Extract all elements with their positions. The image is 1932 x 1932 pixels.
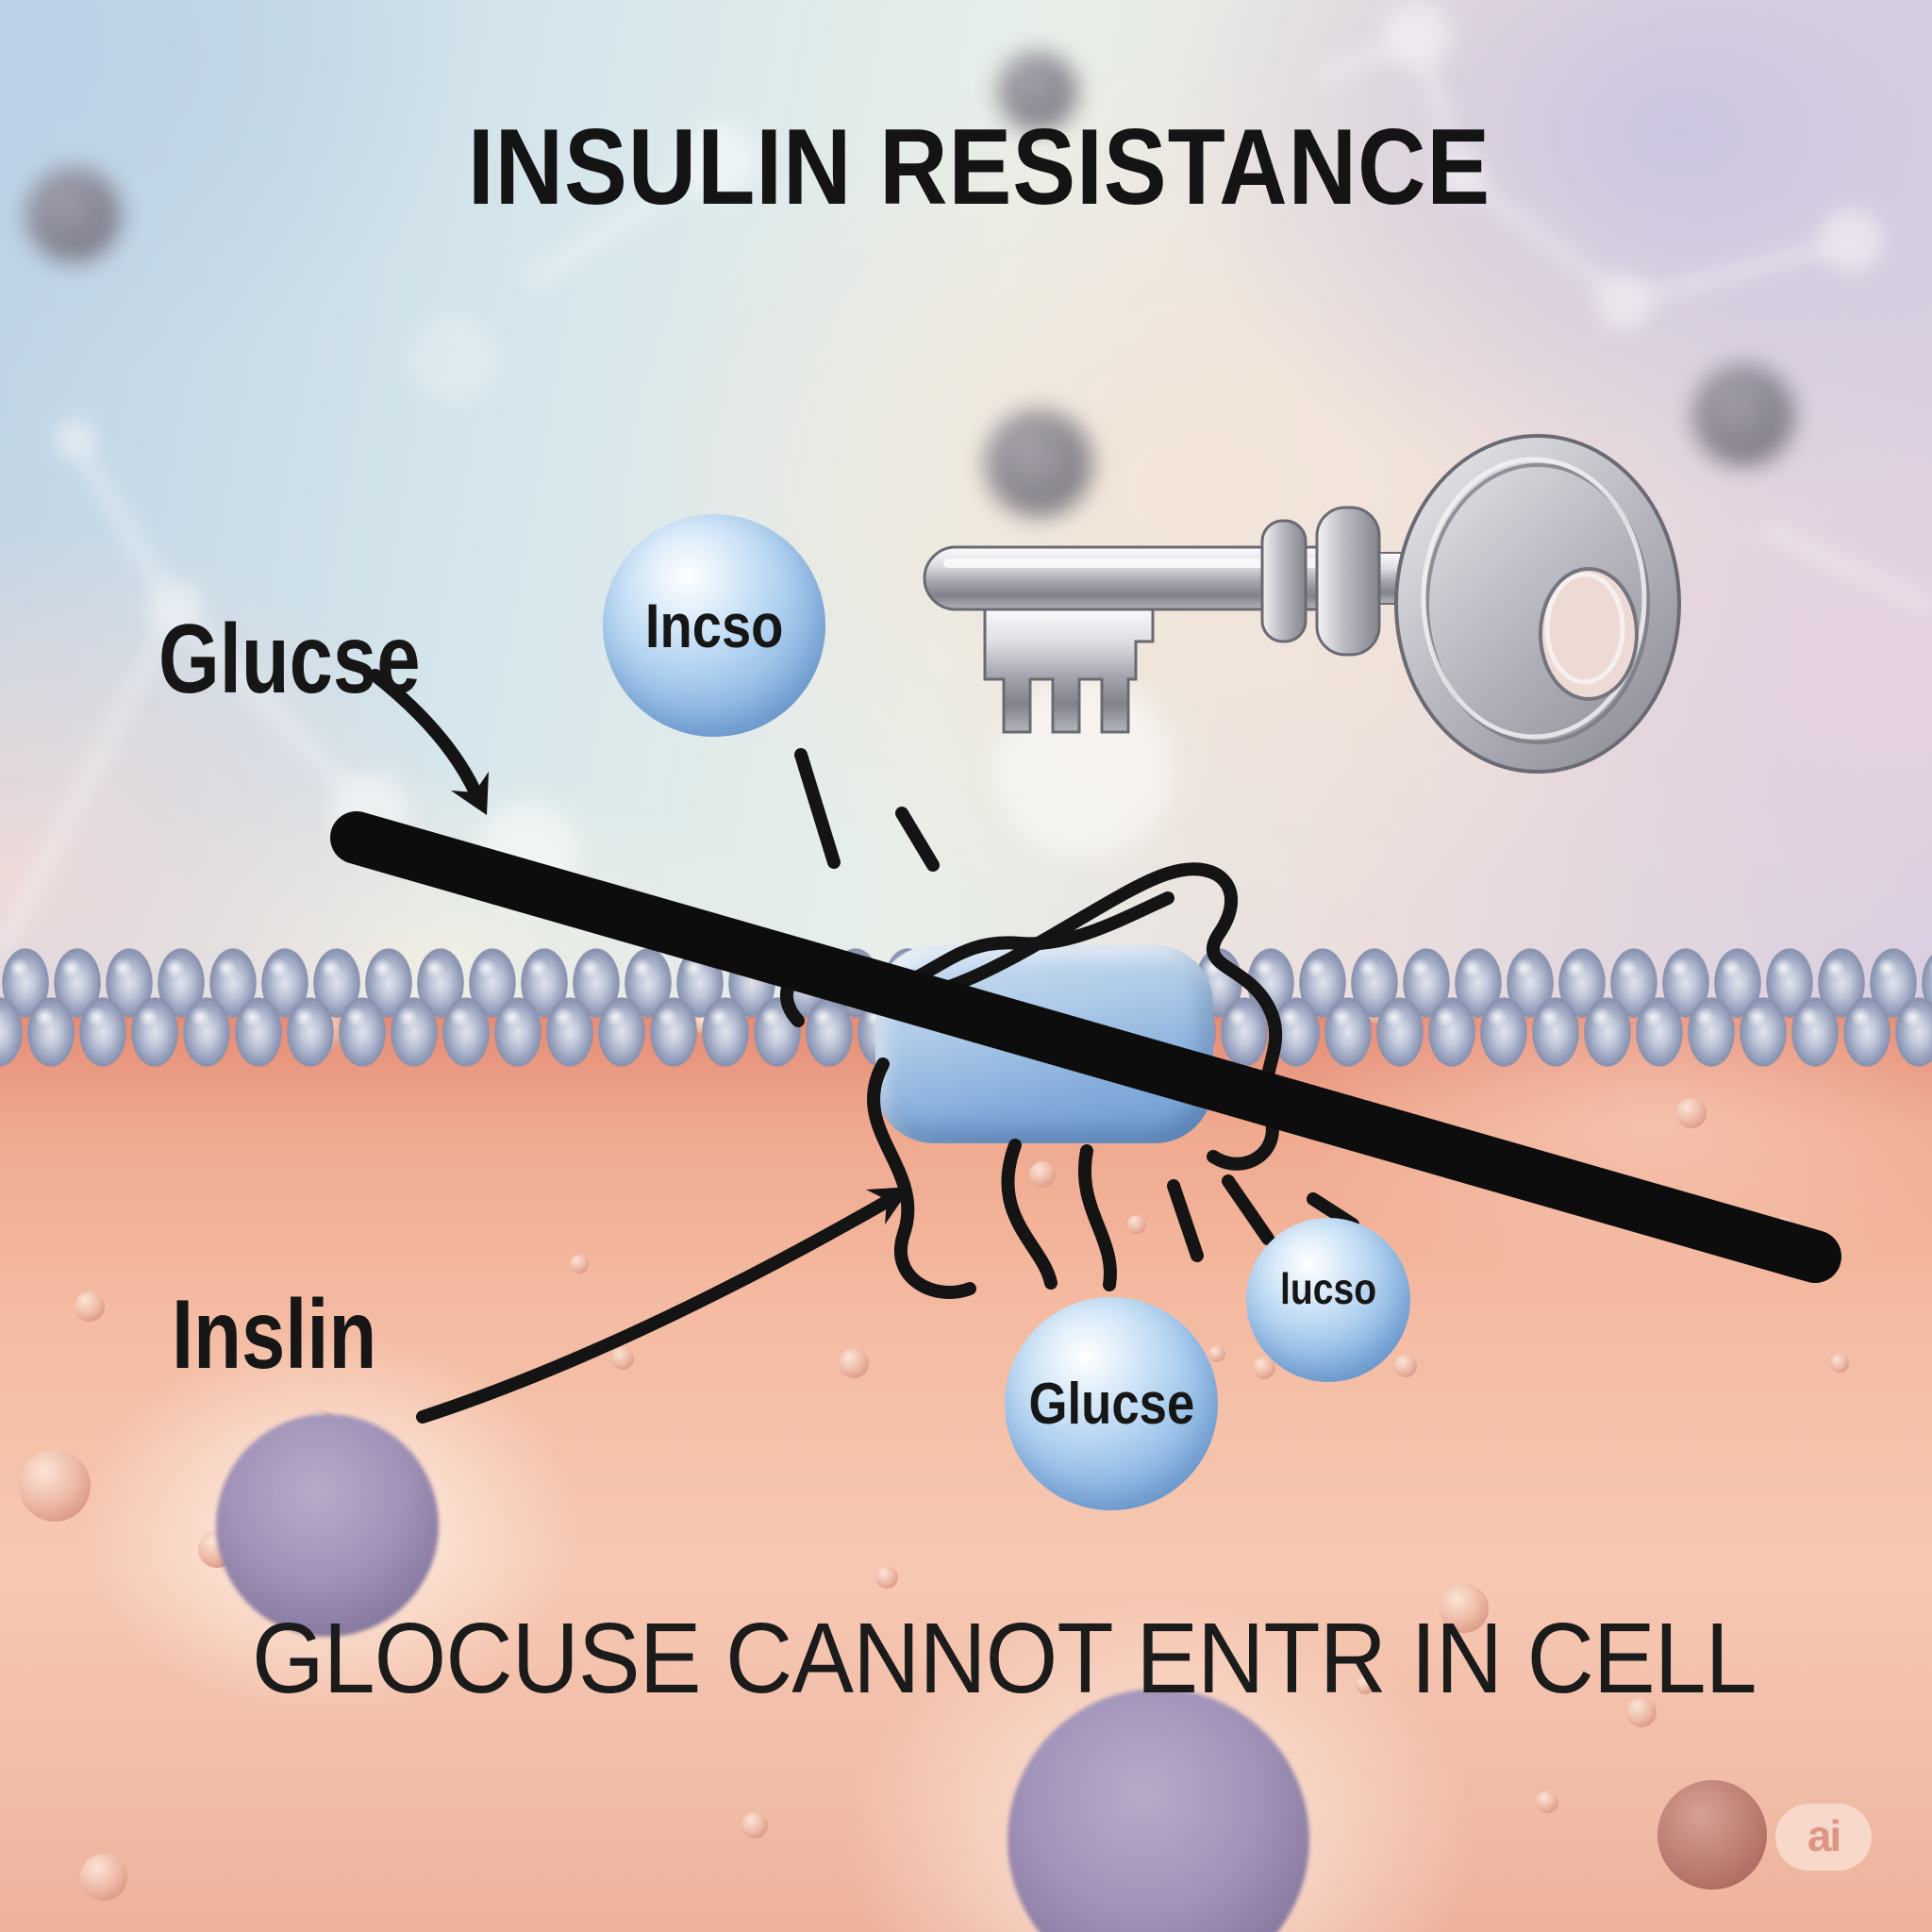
ai-watermark-badge: ai	[1775, 1804, 1872, 1871]
glucose-small-sphere-label: lucso	[1279, 1264, 1377, 1313]
receptor-scribble	[866, 1058, 976, 1299]
prohibition-bar	[330, 811, 1841, 1283]
insulin-sphere-label: Incso	[644, 591, 784, 660]
glucose-sphere: Glucse	[1005, 1297, 1218, 1510]
ai-badge-label: ai	[1807, 1810, 1841, 1860]
molecule-bubble	[875, 1566, 898, 1589]
molecule-bubble	[1394, 1355, 1417, 1377]
molecule-bubble	[1676, 1098, 1707, 1128]
glucose-sphere-label: Glucse	[1028, 1371, 1194, 1437]
molecule-bubble	[19, 1450, 91, 1522]
impact-dash	[895, 807, 940, 872]
caption-text: GLOCUSE CANNOT ENTR IN CELL	[251, 1603, 1757, 1714]
molecule-bubble	[75, 1291, 105, 1322]
molecule-bubble	[1440, 1584, 1489, 1633]
page-title: INSULIN RESISTANCE	[467, 108, 1491, 227]
molecule-bubble	[1029, 1161, 1056, 1188]
receptor-scribble	[1001, 1139, 1058, 1290]
insulin-arrow	[416, 1190, 903, 1424]
insulin-sphere: Incso	[603, 514, 825, 737]
molecule-bubble	[1536, 1790, 1558, 1813]
dark-molecule	[998, 52, 1077, 131]
purple-cell	[216, 1414, 439, 1637]
key-collar-ring	[1315, 506, 1381, 657]
molecule-bubble	[570, 1255, 589, 1274]
impact-dash	[794, 748, 841, 869]
key-collar-ring	[1260, 519, 1307, 643]
molecule-bubble	[80, 1854, 127, 1901]
molecule-bubble	[1356, 1675, 1374, 1694]
key-icon	[923, 434, 1681, 774]
arrowhead	[866, 1187, 911, 1224]
dark-molecule	[1692, 364, 1794, 466]
receptor-scribble	[1078, 1144, 1117, 1291]
purple-cell	[1008, 1689, 1309, 1932]
molecule-bubble	[1830, 1354, 1849, 1373]
arrowhead	[451, 772, 489, 815]
molecule-network-decoration	[0, 2, 1932, 968]
insulin-label: Inslin	[172, 1280, 377, 1390]
glucose-arrow	[369, 669, 482, 799]
molecule-bubble	[1127, 1215, 1146, 1234]
molecule-bubble	[741, 1812, 768, 1839]
red-molecule	[1657, 1780, 1767, 1890]
impact-dash	[1167, 1179, 1204, 1262]
glucose-label: Glucse	[158, 605, 421, 714]
impact-dash	[1222, 1174, 1274, 1245]
molecule-bubble	[1253, 1357, 1275, 1379]
molecule-bubble	[611, 1347, 634, 1370]
glucose-small-sphere: lucso	[1246, 1218, 1410, 1382]
molecule-bubble	[839, 1348, 869, 1378]
dark-molecule	[26, 168, 121, 262]
dark-molecule	[985, 409, 1092, 517]
molecule-bubble	[1626, 1697, 1657, 1727]
molecule-bubble	[1208, 1345, 1225, 1362]
key-bit	[983, 604, 1155, 734]
